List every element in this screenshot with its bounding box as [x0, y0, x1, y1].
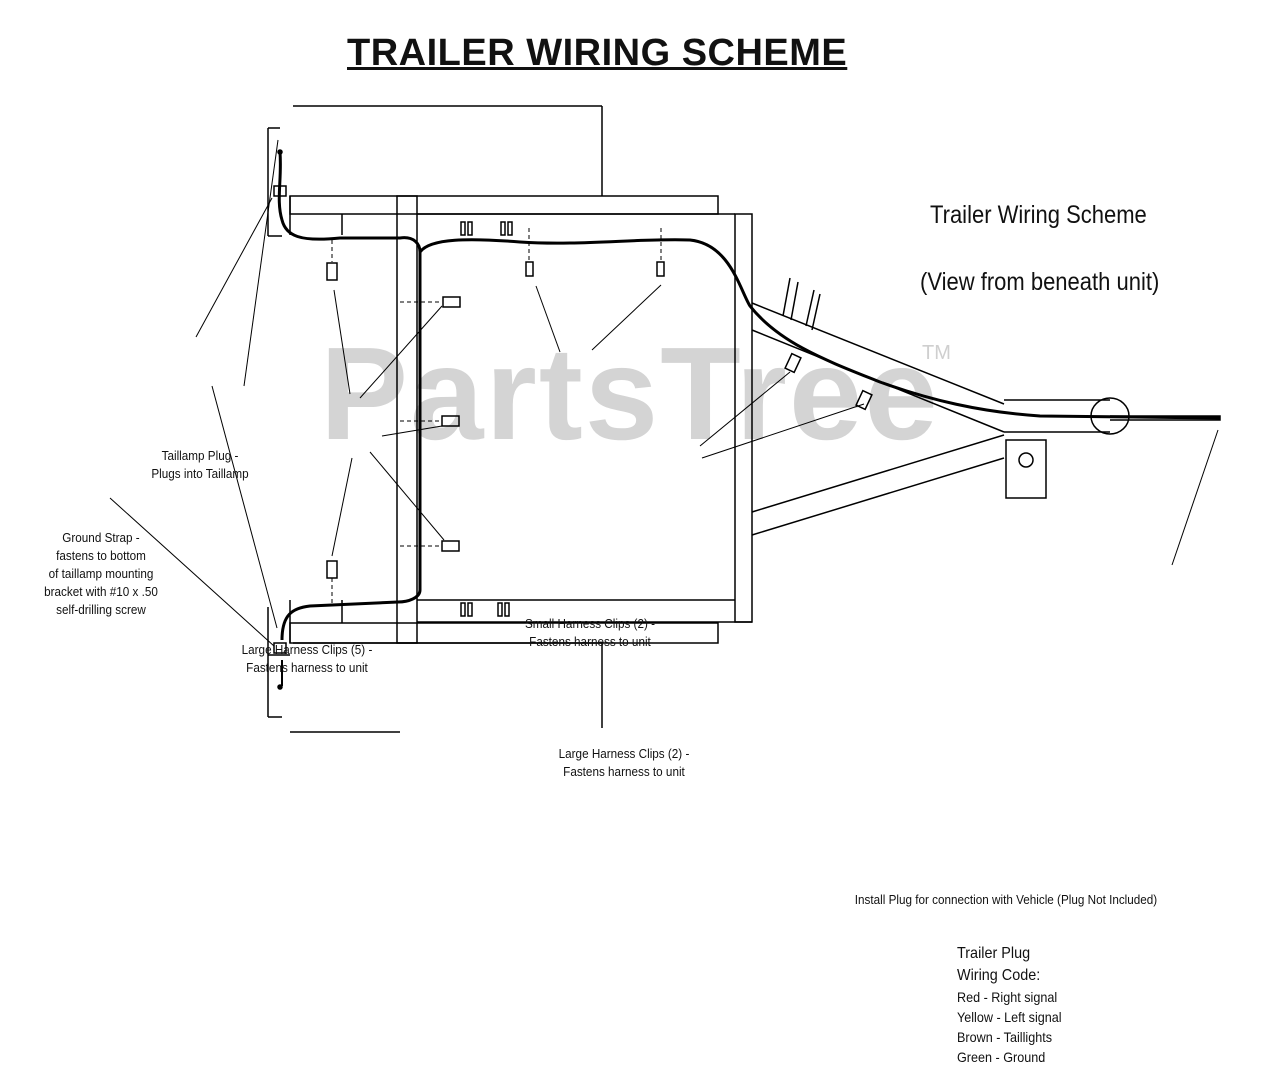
subtitle-line2: (View from beneath unit): [920, 268, 1160, 296]
large-clip-4: [441, 540, 460, 552]
large-clips-2-label: Large Harness Clips (2) - Fastens harnes…: [558, 746, 690, 779]
trailer-diagram: [109, 105, 1221, 733]
wiring-code-heading2: Wiring Code:: [957, 967, 1041, 984]
small-clip-1: [525, 261, 534, 277]
ground-strap-label: Ground Strap - fastens to bottom of tail…: [44, 530, 158, 617]
large-clip-1: [326, 262, 338, 281]
page-title: TRAILER WIRING SCHEME: [347, 32, 848, 74]
wiring-code-yellow: Yellow - Left signal: [957, 1009, 1062, 1025]
install-plug-label: Install Plug for connection with Vehicle…: [854, 892, 1158, 907]
watermark-tm: TM: [922, 342, 951, 364]
taillamp-plug-label: Taillamp Plug - Plugs into Taillamp: [151, 448, 249, 481]
large-clip-2: [442, 296, 461, 308]
tongue-clip-2: [855, 389, 873, 411]
large-clip-3: [441, 415, 460, 427]
wiring-harness: [277, 151, 422, 641]
small-clip-2: [656, 261, 665, 277]
subtitle-line1: Trailer Wiring Scheme: [930, 201, 1147, 229]
centerlines: [331, 228, 662, 605]
wiring-code-brown: Brown - Taillights: [957, 1029, 1053, 1045]
slot-pairs: [460, 221, 513, 617]
top-taillamp-bracket: [267, 127, 282, 237]
watermark: PartsTree: [320, 320, 940, 467]
plug-cord: [1110, 415, 1221, 421]
tongue-clip-1: [784, 352, 802, 374]
bottom-taillamp-bracket: [267, 607, 290, 718]
bed-frame: [289, 105, 1130, 733]
top-taillamp-plug: [273, 185, 287, 197]
wiring-harness-top: [418, 238, 1221, 420]
wiring-code-heading1: Trailer Plug: [957, 945, 1031, 962]
wiring-code-green: Green - Ground: [957, 1049, 1046, 1065]
bottom-taillamp-plug: [273, 642, 287, 654]
small-clips-label: Small Harness Clips (2) - Fastens harnes…: [524, 616, 656, 649]
large-clips-5-label: Large Harness Clips (5) - Fastens harnes…: [241, 642, 373, 675]
wiring-code-red: Red - Right signal: [957, 989, 1058, 1005]
large-clip-5: [326, 560, 338, 579]
leader-lines: [109, 139, 1219, 647]
wiring-code-block: Trailer Plug Wiring Code: Red - Right si…: [957, 943, 1280, 1067]
